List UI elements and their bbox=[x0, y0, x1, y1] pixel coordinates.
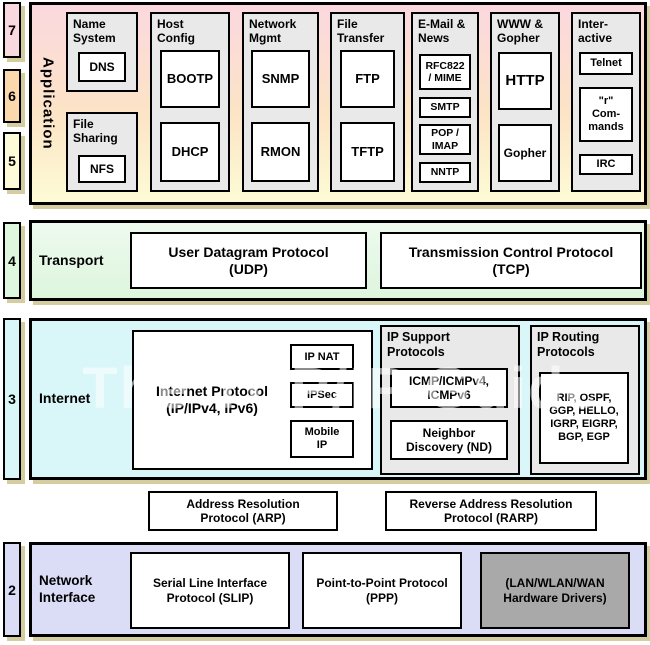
column-name-system: Name System DNS bbox=[66, 12, 138, 92]
layer-chip-7: 7 bbox=[3, 2, 21, 58]
panel-ip-support: IP Support Protocols ICMP/ICMPv4, ICMPv6… bbox=[380, 325, 520, 475]
transport-band: Transport User Datagram Protocol (UDP) T… bbox=[29, 220, 647, 301]
column-title: E-Mail & News bbox=[418, 17, 466, 46]
box-rmon: RMON bbox=[251, 122, 310, 182]
column-www-gopher: WWW & Gopher HTTP Gopher bbox=[490, 12, 560, 192]
column-title: Name System bbox=[73, 17, 116, 46]
layer-chip-4: 4 bbox=[3, 222, 21, 299]
box-telnet: Telnet bbox=[579, 52, 633, 75]
layer-chip-2: 2 bbox=[3, 542, 21, 637]
box-slip: Serial Line Interface Protocol (SLIP) bbox=[130, 552, 290, 629]
box-hardware-drivers: (LAN/WLAN/WAN Hardware Drivers) bbox=[480, 552, 630, 629]
box-nntp: NNTP bbox=[419, 162, 471, 183]
internet-protocol-title: Internet Protocol (IP/IPv4, IPv6) bbox=[155, 383, 268, 416]
box-rarp: Reverse Address Resolution Protocol (RAR… bbox=[385, 491, 597, 531]
column-title: File Transfer bbox=[337, 17, 385, 46]
box-http: HTTP bbox=[498, 52, 552, 110]
box-internet-protocol: Internet Protocol (IP/IPv4, IPv6) IP NAT… bbox=[132, 330, 373, 470]
box-bootp: BOOTP bbox=[160, 50, 220, 108]
column-file-sharing: File Sharing NFS bbox=[66, 112, 138, 192]
layer-chip-6: 6 bbox=[3, 69, 21, 123]
box-ipsec: IPSec bbox=[290, 382, 354, 408]
column-interactive: Inter- active Telnet "r" Com- mands IRC bbox=[571, 12, 641, 192]
panel-ip-routing: IP Routing Protocols RIP, OSPF, GGP, HEL… bbox=[530, 325, 640, 475]
column-title: Host Config bbox=[157, 17, 195, 46]
box-mobile-ip: Mobile IP bbox=[290, 420, 354, 458]
box-rfc822-mime: RFC822 / MIME bbox=[419, 54, 471, 90]
box-irc: IRC bbox=[579, 154, 633, 175]
layer-chip-5: 5 bbox=[3, 132, 21, 190]
panel-title: IP Support Protocols bbox=[387, 330, 450, 359]
box-r-commands: "r" Com- mands bbox=[579, 87, 633, 142]
column-title: File Sharing bbox=[73, 117, 118, 146]
application-label: Application bbox=[39, 57, 57, 150]
column-file-transfer: File Transfer FTP TFTP bbox=[330, 12, 405, 192]
box-ip-nat: IP NAT bbox=[290, 344, 354, 370]
box-snmp: SNMP bbox=[251, 50, 310, 108]
box-udp: User Datagram Protocol (UDP) bbox=[130, 232, 367, 289]
column-title: Inter- active bbox=[578, 17, 613, 46]
box-dns: DNS bbox=[78, 52, 126, 82]
internet-band: Internet Internet Protocol (IP/IPv4, IPv… bbox=[29, 318, 647, 480]
box-ppp: Point-to-Point Protocol (PPP) bbox=[302, 552, 462, 629]
column-title: WWW & Gopher bbox=[497, 17, 543, 46]
internet-label: Internet bbox=[39, 390, 91, 407]
box-pop-imap: POP / IMAP bbox=[419, 124, 471, 155]
box-tcp: Transmission Control Protocol (TCP) bbox=[380, 232, 642, 289]
box-icmp: ICMP/ICMPv4, ICMPv6 bbox=[390, 368, 508, 408]
box-dhcp: DHCP bbox=[160, 122, 220, 182]
column-host-config: Host Config BOOTP DHCP bbox=[150, 12, 230, 192]
application-band: Application Name System DNS File Sharing… bbox=[29, 2, 647, 205]
network-interface-label: Network Interface bbox=[39, 572, 96, 605]
column-network-mgmt: Network Mgmt SNMP RMON bbox=[242, 12, 319, 192]
layer-chip-3: 3 bbox=[3, 318, 21, 480]
box-nfs: NFS bbox=[78, 155, 126, 183]
panel-title: IP Routing Protocols bbox=[537, 330, 600, 359]
box-gopher: Gopher bbox=[498, 124, 552, 182]
box-smtp: SMTP bbox=[419, 97, 471, 118]
box-arp: Address Resolution Protocol (ARP) bbox=[148, 491, 338, 531]
network-interface-band: Network Interface Serial Line Interface … bbox=[29, 542, 647, 637]
transport-label: Transport bbox=[39, 251, 104, 268]
box-neighbor-discovery: Neighbor Discovery (ND) bbox=[390, 420, 508, 460]
box-routing-protocols: RIP, OSPF, GGP, HELLO, IGRP, EIGRP, BGP,… bbox=[539, 372, 629, 464]
box-ftp: FTP bbox=[340, 50, 395, 108]
column-email-news: E-Mail & News RFC822 / MIME SMTP POP / I… bbox=[411, 12, 479, 192]
box-tftp: TFTP bbox=[340, 122, 395, 182]
column-title: Network Mgmt bbox=[249, 17, 297, 46]
